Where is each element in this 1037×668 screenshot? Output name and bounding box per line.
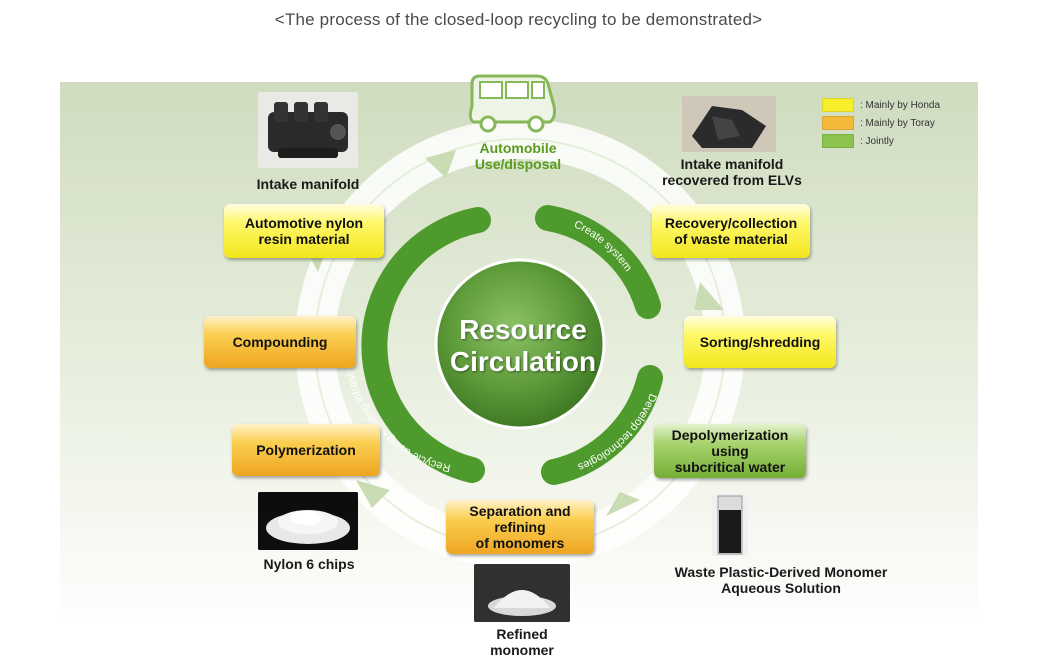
legend-item-jointly: : Jointly [822,132,940,150]
car-icon [468,74,556,133]
arc-create-system [535,205,661,319]
recovered-manifold-caption-line1: Intake manifold [680,156,784,172]
step-depolymerization-line1: Depolymerization [671,427,789,443]
step-sorting-line1: Sorting/shredding [699,334,821,350]
step-depolymerization-line2: using [711,443,749,459]
center-circle [434,258,606,430]
step-recovery-line2: of waste material [674,231,788,247]
step-nylon-resin-material: Automotive nylon resin material [224,204,384,258]
recovered-manifold-photo [682,96,776,152]
step-recovery-line1: Recovery/collection [664,215,798,231]
arc-recycle-infrastructures [361,207,491,483]
center-label-line2: Circulation [449,346,597,377]
step-automobile: Automobile Use/disposal [448,140,588,172]
legend-swatch-jointly [822,134,854,148]
arrow-head-right [694,282,724,310]
step-separation-refining: Separation and refining of monomers [446,500,594,554]
step-automobile-line2: Use/disposal [474,156,562,172]
refined-monomer-caption-line2: monomer [490,642,554,658]
step-compounding-line1: Compounding [232,334,328,350]
legend: : Mainly by Honda : Mainly by Toray : Jo… [822,96,940,150]
center-label-line1: Resource [459,314,587,345]
legend-item-honda: : Mainly by Honda [822,96,940,114]
legend-label-toray: : Mainly by Toray [860,117,935,129]
nylon-chips-caption: Nylon 6 chips [263,556,355,572]
arrow-head-top-left [425,150,456,178]
arc-develop-technologies [541,365,663,485]
monomer-solution-caption-line2: Aqueous Solution [721,580,841,596]
step-separation-line2: refining [494,519,546,535]
legend-swatch-toray [822,116,854,130]
step-automobile-line1: Automobile [479,140,557,156]
step-separation-line1: Separation and [469,503,571,519]
step-polymerization: Polymerization [232,424,380,476]
step-separation-line3: of monomers [475,535,565,551]
refined-monomer-caption-line1: Refined [496,626,548,642]
refined-monomer-caption: Refined monomer [470,626,574,658]
arrow-head-bottom-left [356,480,390,508]
recovered-manifold-caption: Intake manifold recovered from ELVs [648,156,816,188]
legend-label-honda: : Mainly by Honda [860,99,941,111]
step-polymerization-line1: Polymerization [256,442,356,458]
intake-manifold-caption: Intake manifold [256,176,360,192]
monomer-solution-caption: Waste Plastic-Derived Monomer Aqueous So… [636,564,926,596]
legend-swatch-honda [822,98,854,112]
diagram-title: <The process of the closed-loop recyclin… [274,10,763,29]
legend-label-jointly: : Jointly [860,135,894,147]
step-compounding: Compounding [204,316,356,368]
nylon-chips-photo [258,492,358,550]
step-depolymerization: Depolymerization using subcritical water [654,424,806,478]
step-nylon-resin-line2: resin material [258,231,350,247]
arrow-head-bottom-right [606,492,640,516]
step-nylon-resin-line1: Automotive nylon [244,215,364,231]
legend-item-toray: : Mainly by Toray [822,114,940,132]
step-recovery-collection: Recovery/collection of waste material [652,204,810,258]
refined-monomer-photo [474,564,570,622]
recovered-manifold-caption-line2: recovered from ELVs [662,172,802,188]
step-depolymerization-line3: subcritical water [674,459,786,475]
monomer-solution-photo [712,494,748,556]
intake-manifold-photo [258,92,358,168]
monomer-solution-caption-line1: Waste Plastic-Derived Monomer [674,564,888,580]
step-sorting-shredding: Sorting/shredding [684,316,836,368]
center-label: Resource Circulation [438,314,608,378]
